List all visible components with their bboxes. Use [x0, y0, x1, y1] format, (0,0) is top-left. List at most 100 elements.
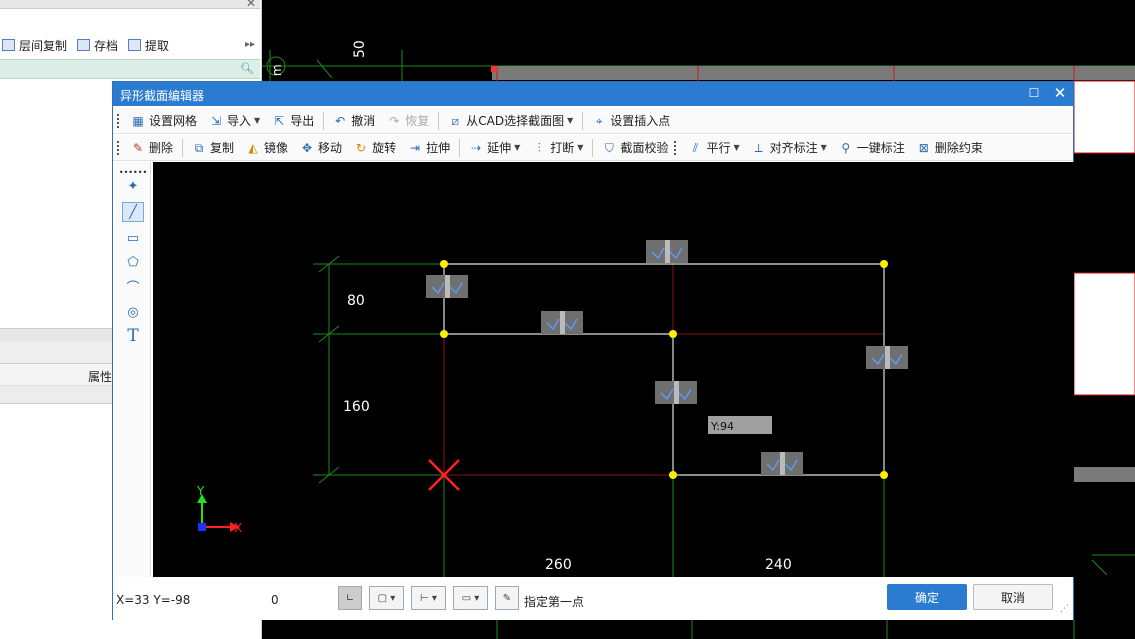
rotate-button[interactable]: ↻旋转	[356, 140, 397, 156]
move-button[interactable]: ✥移动	[302, 140, 343, 156]
shield-check-icon: ⛉	[604, 140, 614, 155]
align-dimension-button[interactable]: ⟂对齐标注▼	[746, 137, 833, 159]
coordinate-tooltip-box	[708, 416, 772, 434]
maximize-icon[interactable]: ☐	[1028, 86, 1040, 100]
drawing-tools-sidebar: •••••• ✦ ╱ ▭ ⬠ ⌒ ◎ T	[115, 162, 151, 577]
chevron-down-icon[interactable]: ▼	[567, 116, 574, 125]
line-tool-icon[interactable]: ╱	[122, 202, 144, 222]
parallel-button[interactable]: ⫽平行▼	[682, 137, 745, 159]
export-button[interactable]: ⇱导出	[274, 113, 315, 129]
vertex-point[interactable]	[440, 330, 448, 338]
dimension-top-height[interactable]: 80	[347, 293, 365, 309]
redo-icon: ↷	[389, 113, 400, 128]
stretch-button[interactable]: ⇥拉伸	[410, 140, 451, 156]
panel-header-strip	[0, 0, 260, 9]
chevron-down-icon[interactable]: ▼	[254, 116, 261, 125]
import-button[interactable]: ⇲导入▼	[210, 113, 261, 129]
arc-tool-icon[interactable]: ⌒	[126, 280, 140, 296]
cursor-coordinates: X=33 Y=-98	[116, 593, 191, 607]
redo-button[interactable]: ↷恢复	[389, 113, 430, 129]
mirror-icon: ◭	[248, 140, 258, 155]
search-icon[interactable]: 🔍︎	[240, 62, 254, 75]
toolbar-separator	[438, 111, 440, 130]
background-cad-canvas	[262, 50, 1135, 639]
stretch-icon: ⇥	[410, 140, 421, 155]
close-dialog-icon[interactable]: ✕	[1053, 84, 1067, 102]
extract-icon	[128, 39, 142, 51]
copy-icon: ⧉	[194, 140, 204, 155]
axis-x-label: X	[234, 521, 242, 535]
hint-toggle-icon[interactable]: ✎	[495, 586, 519, 610]
section-check-button[interactable]: ⛉截面校验	[596, 137, 674, 159]
cancel-button[interactable]: 取消	[973, 584, 1053, 610]
cad-top-label-small: m	[270, 64, 284, 76]
more-icon[interactable]: ▸▸	[244, 39, 255, 50]
vertex-point[interactable]	[669, 330, 677, 338]
auto-dimension-button[interactable]: ⚲一键标注	[833, 137, 911, 159]
grid-icon: ▦	[132, 113, 144, 128]
text-tool-icon[interactable]: T	[127, 326, 139, 346]
mirror-button[interactable]: ◭镜像	[240, 137, 294, 159]
set-grid-button[interactable]: ▦设置网格	[132, 113, 198, 129]
delete-button[interactable]: ✎删除	[132, 140, 174, 156]
constraint-marker[interactable]	[541, 311, 583, 334]
undo-button[interactable]: ↶撤消	[335, 113, 376, 129]
eraser-icon: ✎	[132, 140, 144, 155]
vertex-point[interactable]	[669, 471, 677, 479]
toolbar-main: ▦设置网格 ⇲导入▼ ⇱导出 ↶撤消 ↷恢复 ⧄从CAD选择截面图▼ ⌖设置插入…	[113, 108, 1073, 134]
close-icon[interactable]: ✕	[246, 0, 257, 10]
rectangle-tool-icon[interactable]: ▭	[126, 230, 140, 246]
chevron-down-icon[interactable]: ▼	[577, 143, 584, 152]
vertex-points	[440, 260, 888, 479]
display-mode-dropdown[interactable]: ▭ ▾	[453, 586, 488, 610]
construction-lines	[443, 264, 884, 476]
chevron-down-icon[interactable]: ▼	[733, 143, 740, 152]
ok-button[interactable]: 确定	[887, 584, 967, 610]
dialog-titlebar[interactable]: 异形截面编辑器 ☐ ✕	[113, 82, 1073, 106]
archive-icon	[77, 39, 91, 51]
vertex-point[interactable]	[880, 471, 888, 479]
import-icon: ⇲	[210, 113, 222, 128]
section-outline[interactable]	[443, 263, 885, 476]
save-archive-button[interactable]: 存档	[77, 37, 118, 54]
toolbar-grip[interactable]	[674, 140, 678, 155]
extend-button[interactable]: ⇢延伸▼	[471, 140, 521, 156]
section-drawing: Y:94 80 160 260 240 X Y	[196, 240, 908, 577]
vertex-point[interactable]	[440, 260, 448, 268]
constraint-marker[interactable]	[655, 381, 697, 404]
toolbar-separator	[582, 111, 584, 130]
constraint-marker[interactable]	[866, 346, 908, 369]
point-tool-icon[interactable]: ✦	[127, 178, 139, 194]
chevron-down-icon[interactable]: ▼	[514, 143, 521, 152]
select-from-cad-button[interactable]: ⧄从CAD选择截面图▼	[442, 110, 579, 132]
toolbar-grip[interactable]	[117, 113, 121, 128]
set-insert-point-button[interactable]: ⌖设置插入点	[586, 110, 676, 132]
toolbar-grip[interactable]	[117, 140, 121, 155]
background-toolbar: 层间复制 存档 提取	[0, 32, 260, 58]
chevron-down-icon[interactable]: ▼	[820, 143, 827, 152]
snap-point-dropdown[interactable]: ⊢ ▾	[411, 586, 446, 610]
extend-icon: ⇢	[471, 140, 482, 155]
copy-button[interactable]: ⧉复制	[186, 137, 240, 159]
extract-button[interactable]: 提取	[128, 37, 169, 54]
resize-grip-icon[interactable]: ⋰	[1060, 604, 1069, 614]
search-bar[interactable]: 🔍︎	[0, 59, 260, 79]
dimension-left-width[interactable]: 260	[545, 557, 572, 573]
dimension-right-width[interactable]: 240	[765, 557, 792, 573]
delete-constraint-button[interactable]: ⊠删除约束	[918, 140, 983, 156]
drawing-canvas[interactable]: Y:94 80 160 260 240 X Y	[153, 162, 1074, 577]
constraint-marker[interactable]	[646, 240, 688, 263]
snap-mode-dropdown[interactable]: ▢ ▾	[369, 586, 404, 610]
break-button[interactable]: ⫶打断▼	[526, 137, 589, 159]
dimension-bottom-height[interactable]: 160	[343, 399, 370, 415]
constraint-marker[interactable]	[761, 452, 803, 475]
insert-point-marker	[428, 459, 460, 491]
ortho-toggle-icon[interactable]: ∟	[338, 586, 362, 610]
vertex-point[interactable]	[880, 260, 888, 268]
floor-copy-button[interactable]: 层间复制	[2, 37, 67, 54]
polygon-tool-icon[interactable]: ⬠	[127, 254, 139, 270]
axis-indicator: X Y	[196, 484, 242, 535]
constraint-marker[interactable]	[426, 275, 468, 298]
grid-lines	[313, 255, 885, 577]
circle-tool-icon[interactable]: ◎	[127, 304, 139, 320]
